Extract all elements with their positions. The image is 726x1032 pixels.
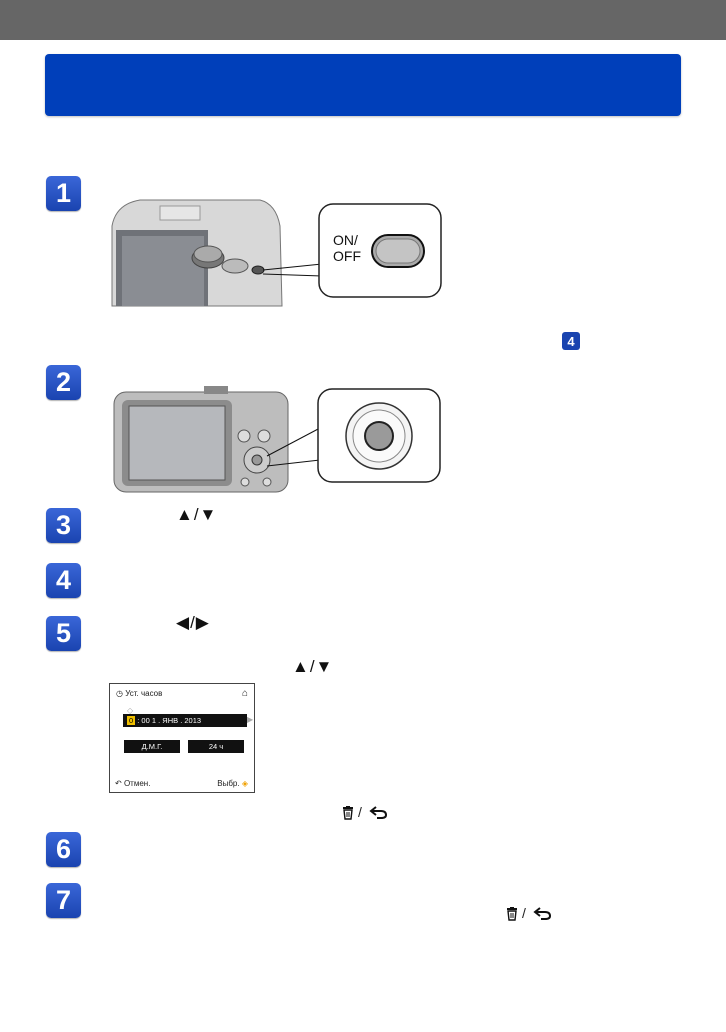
trash-icon-2 bbox=[507, 907, 517, 921]
step-badge-4: 4 bbox=[46, 563, 81, 598]
step-reference-4: 4 bbox=[562, 332, 580, 350]
step-badge-7: 7 bbox=[46, 883, 81, 918]
step-badge-3: 3 bbox=[46, 508, 81, 543]
step-badge-6: 6 bbox=[46, 832, 81, 867]
title-banner bbox=[45, 54, 681, 116]
cancel-label: ↶ Отмен. bbox=[115, 779, 151, 788]
select-label: Выбр. ◈ bbox=[217, 779, 248, 788]
slash-separator-2: / bbox=[522, 905, 526, 921]
home-icon: ⌂ bbox=[241, 688, 248, 699]
right-small-icon: ▶ bbox=[247, 715, 254, 724]
step-badge-5: 5 bbox=[46, 616, 81, 651]
power-switch-label: ON/ OFF bbox=[333, 232, 361, 264]
date-format-field: Д.М.Г. bbox=[124, 740, 180, 753]
date-time-field: 0 : 00 1 . ЯНВ . 2013 bbox=[123, 714, 247, 727]
camera-top-illustration bbox=[111, 199, 442, 307]
back-icon-2 bbox=[533, 907, 552, 920]
step-badge-2: 2 bbox=[46, 365, 81, 400]
slash-separator: / bbox=[358, 804, 362, 820]
trash-icon bbox=[343, 806, 353, 820]
selected-hour: 0 bbox=[127, 716, 136, 725]
left-right-arrows-icon: ◀/▶ bbox=[176, 613, 210, 632]
up-small-icon: ◇ bbox=[127, 706, 134, 715]
step-badge-1: 1 bbox=[46, 176, 81, 211]
back-icon bbox=[369, 806, 388, 819]
hour-format-field: 24 ч bbox=[188, 740, 244, 753]
camera-back-illustration bbox=[113, 386, 441, 493]
up-down-arrows-icon: ▲/▼ bbox=[176, 505, 218, 524]
clock-screen-title: ◷ Уст. часов bbox=[116, 689, 163, 698]
clock-setting-screen: ◷ Уст. часов ⌂ ◇ 0 : 00 1 . ЯНВ . 2013 ▶… bbox=[109, 683, 255, 793]
up-down-arrows-icon-2: ▲/▼ bbox=[292, 657, 334, 676]
top-bar bbox=[0, 0, 726, 40]
